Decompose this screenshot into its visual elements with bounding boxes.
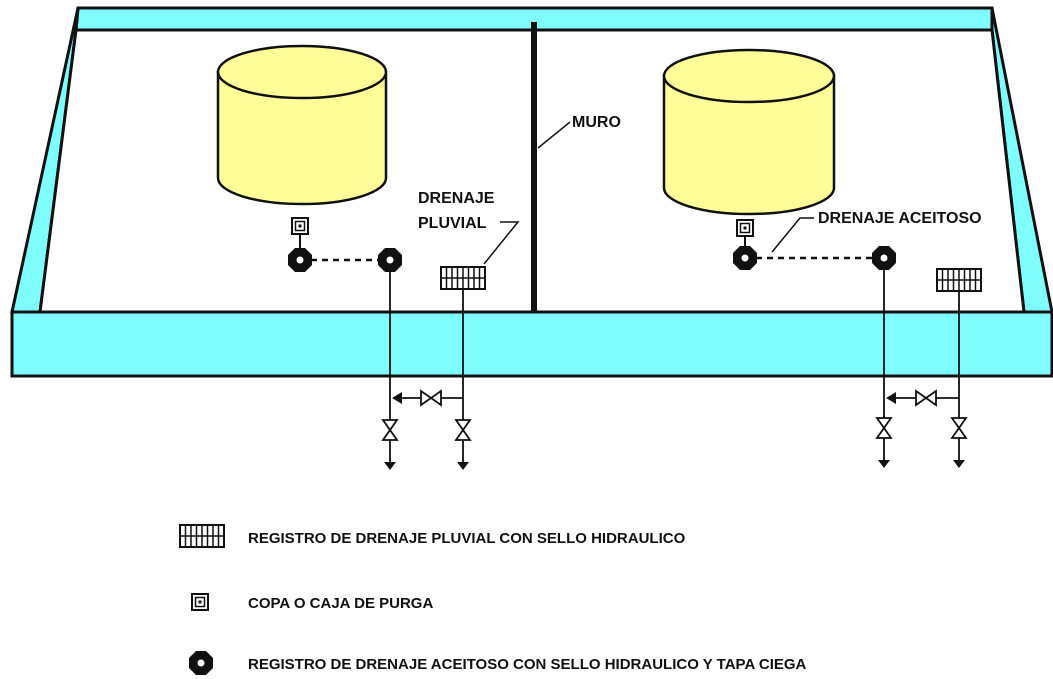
oily-drain-register-icon <box>189 651 213 675</box>
oily-drain-register-icon <box>378 248 402 272</box>
dike-front-wall <box>10 310 1053 378</box>
drenaje-pluvial-label-line2: PLUVIAL <box>418 215 487 232</box>
storage-tank-right <box>662 48 836 216</box>
oily-drain-register-icon <box>288 248 312 272</box>
drenaje-aceitoso-leader-line <box>771 217 814 253</box>
legend-text-storm-drain: REGISTRO DE DRENAJE PLUVIAL CON SELLO HI… <box>248 530 686 547</box>
purge-box-icon <box>736 219 754 237</box>
storm-drain-grate-icon <box>936 268 982 292</box>
legend-text-purge-box: COPA O CAJA DE PURGA <box>248 595 433 612</box>
outlet-piping-right <box>876 270 967 468</box>
legend-item-purge-box: COPA O CAJA DE PURGA <box>191 593 433 612</box>
legend: REGISTRO DE DRENAJE PLUVIAL CON SELLO HI… <box>179 524 807 675</box>
legend-item-storm-drain: REGISTRO DE DRENAJE PLUVIAL CON SELLO HI… <box>179 524 686 548</box>
oily-drain-register-icon <box>872 246 896 270</box>
drenaje-pluvial-label-line1: DRENAJE <box>418 190 495 207</box>
storm-drain-grate-icon <box>179 524 225 548</box>
oily-drain-register-icon <box>733 246 757 270</box>
purge-box-icon <box>191 593 209 611</box>
legend-text-oily-drain: REGISTRO DE DRENAJE ACEITOSO CON SELLO H… <box>248 656 807 673</box>
drenaje-pluvial-leader-line <box>483 221 520 265</box>
muro-label: MURO <box>572 114 621 131</box>
drenaje-aceitoso-label: DRENAJE ACEITOSO <box>818 210 982 227</box>
legend-item-oily-drain: REGISTRO DE DRENAJE ACEITOSO CON SELLO H… <box>189 651 807 675</box>
purge-box-icon <box>291 217 309 235</box>
muro-leader-line <box>537 121 571 149</box>
outlet-piping-left <box>382 272 471 470</box>
storm-drain-grate-icon <box>440 266 486 290</box>
storage-tank-left <box>216 44 388 206</box>
